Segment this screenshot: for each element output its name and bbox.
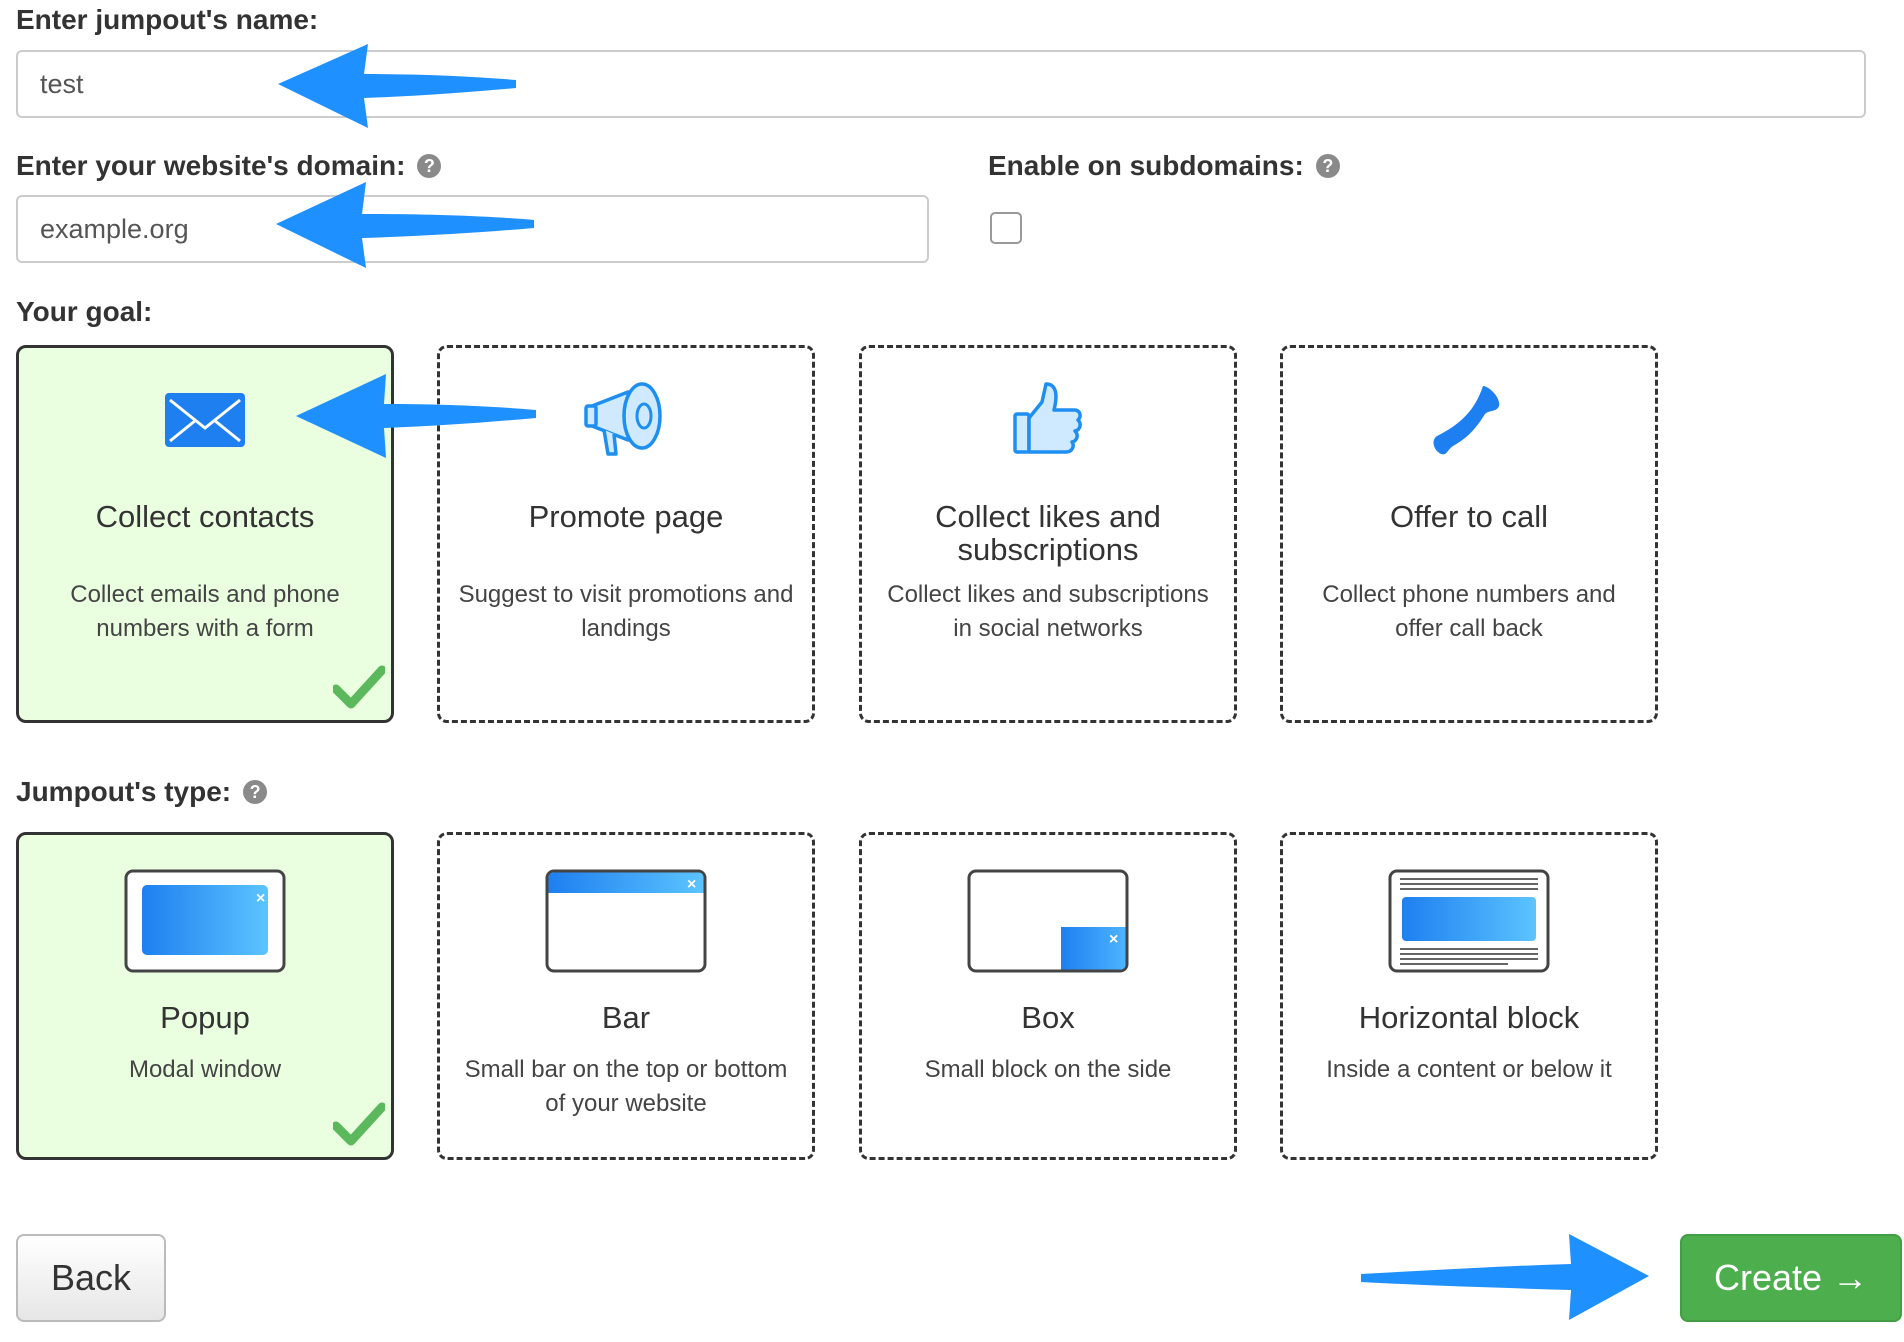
checkmark-icon <box>331 665 387 714</box>
type-card-horizontal-block[interactable]: Horizontal block Inside a content or bel… <box>1280 832 1658 1160</box>
type-card-box[interactable]: × Box Small block on the side <box>859 832 1237 1160</box>
goal-desc: Collect likes and subscriptions in socia… <box>887 581 1209 642</box>
envelope-icon <box>19 392 391 448</box>
subdomains-label: Enable on subdomains: ? <box>988 150 1340 182</box>
name-input[interactable] <box>16 50 1866 118</box>
megaphone-icon <box>440 378 812 458</box>
goal-card-offer-to-call[interactable]: Offer to call Collect phone numbers and … <box>1280 345 1658 723</box>
type-card-popup[interactable]: × Popup Modal window <box>16 832 394 1160</box>
type-desc: Small block on the side <box>924 1056 1172 1083</box>
back-button[interactable]: Back <box>16 1234 166 1322</box>
type-desc: Inside a content or below it <box>1326 1056 1612 1083</box>
type-help-icon[interactable]: ? <box>243 780 268 804</box>
type-title: Popup <box>160 1000 250 1035</box>
type-title: Bar <box>601 1000 651 1035</box>
svg-text:×: × <box>1109 931 1118 948</box>
goal-title: Collect likes and subscriptions <box>935 499 1161 567</box>
subdomains-checkbox[interactable] <box>990 212 1022 244</box>
goal-desc: Suggest to visit promotions and landings <box>458 581 794 642</box>
bar-icon: × <box>440 869 812 973</box>
annotation-arrow-icon <box>1361 1234 1649 1320</box>
type-title: Box <box>1021 1000 1075 1035</box>
type-card-bar[interactable]: × Bar Small bar on the top or bottom of … <box>437 832 815 1160</box>
name-label: Enter jumpout's name: <box>16 4 319 35</box>
goal-card-collect-likes[interactable]: Collect likes and subscriptions Collect … <box>859 345 1237 723</box>
goal-label: Your goal: <box>16 296 153 327</box>
goal-title: Collect contacts <box>95 499 315 534</box>
type-title: Horizontal block <box>1358 1000 1580 1035</box>
svg-text:×: × <box>256 890 265 907</box>
box-icon: × <box>862 869 1234 973</box>
thumbs-up-icon <box>862 380 1234 456</box>
goal-title: Offer to call <box>1390 499 1548 534</box>
checkmark-icon <box>331 1102 387 1151</box>
goal-card-collect-contacts[interactable]: Collect contacts Collect emails and phon… <box>16 345 394 723</box>
horizontal-block-icon <box>1283 869 1655 973</box>
type-desc: Modal window <box>128 1056 282 1083</box>
svg-text:×: × <box>687 876 696 893</box>
domain-label: Enter your website's domain: ? <box>16 150 442 182</box>
type-desc: Small bar on the top or bottom of your w… <box>464 1056 788 1117</box>
domain-help-icon[interactable]: ? <box>417 154 442 178</box>
subdomains-help-icon[interactable]: ? <box>1315 154 1340 178</box>
create-button[interactable]: Create → <box>1680 1234 1902 1322</box>
popup-icon: × <box>19 869 391 973</box>
goal-title: Promote page <box>528 499 724 534</box>
type-label: Jumpout's type: ? <box>16 776 268 808</box>
goal-card-promote-page[interactable]: Promote page Suggest to visit promotions… <box>437 345 815 723</box>
goal-desc: Collect emails and phone numbers with a … <box>70 581 340 642</box>
domain-input[interactable] <box>16 195 929 263</box>
phone-icon <box>1283 384 1655 456</box>
goal-desc: Collect phone numbers and offer call bac… <box>1322 581 1616 642</box>
